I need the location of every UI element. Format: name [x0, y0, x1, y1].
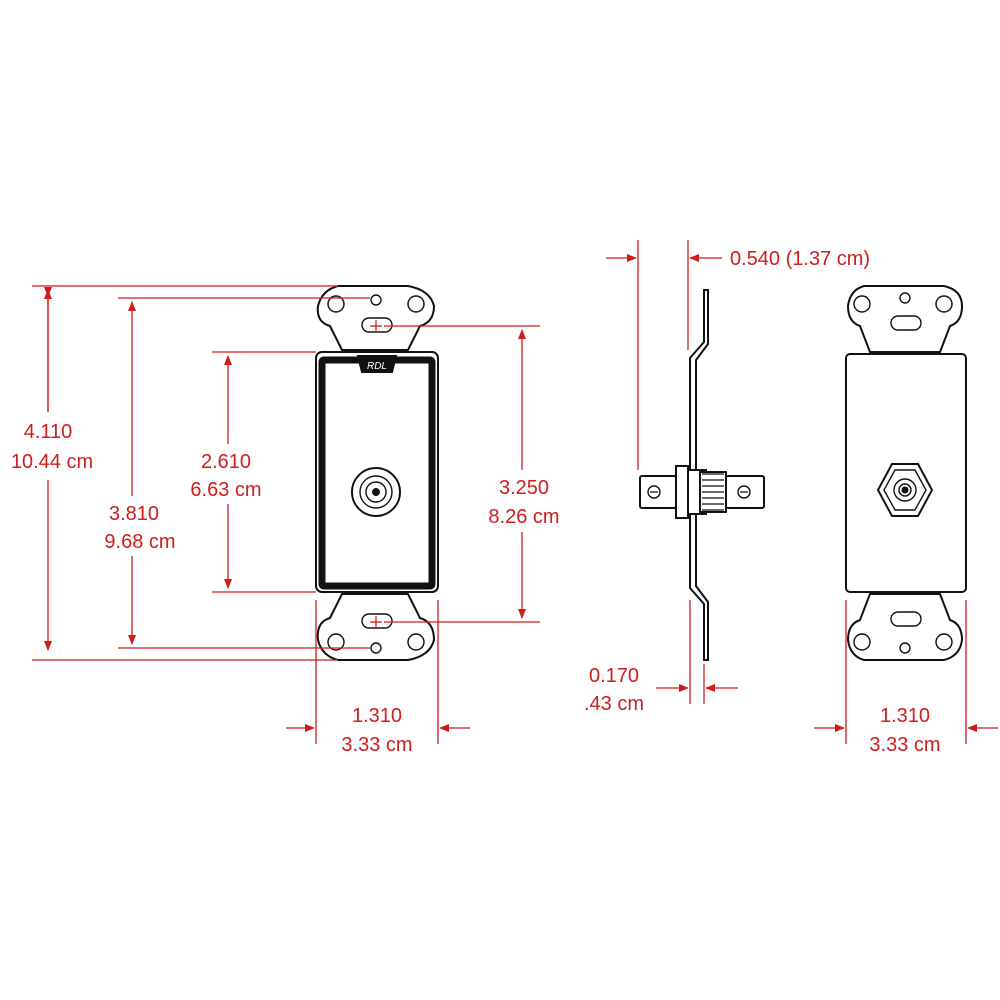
rear-width-cm: 3.33 cm	[869, 734, 940, 756]
brand-label: RDL	[367, 361, 387, 372]
dim-mount-hole-spacing: 3.810 9.68 cm	[104, 297, 370, 649]
dim-plate-thickness: 0.170 .43 cm	[584, 600, 738, 715]
dim-depth: 0.540 (1.37 cm)	[606, 240, 870, 470]
dim-screw-spacing: 3.250 8.26 cm	[384, 325, 560, 623]
dim-front-width: 1.310 3.33 cm	[286, 600, 470, 756]
rear-width-in: 1.310	[880, 705, 930, 727]
panel-height-cm: 6.63 cm	[190, 479, 261, 501]
plate-thickness-cm: .43 cm	[584, 693, 644, 715]
mount-spacing-cm: 9.68 cm	[104, 531, 175, 553]
rear-view	[845, 285, 967, 661]
mount-spacing-in: 3.810	[109, 503, 159, 525]
plate-thickness-in: 0.170	[589, 665, 639, 687]
dim-overall-height: 4.110 10.44 cm	[11, 285, 338, 661]
overall-height-in: 4.110	[24, 421, 73, 443]
side-view	[639, 289, 765, 661]
panel-height-in: 2.610	[201, 451, 251, 473]
front-view: RDL	[315, 285, 439, 661]
depth-label: 0.540 (1.37 cm)	[730, 248, 870, 270]
overall-height-cm: 10.44 cm	[11, 451, 93, 473]
screw-spacing-in: 3.250	[499, 477, 549, 499]
front-width-cm: 3.33 cm	[341, 734, 412, 756]
dim-rear-width: 1.310 3.33 cm	[814, 600, 998, 756]
dim-panel-height: 2.610 6.63 cm	[190, 351, 316, 593]
front-width-in: 1.310	[352, 705, 402, 727]
screw-spacing-cm: 8.26 cm	[488, 506, 559, 528]
